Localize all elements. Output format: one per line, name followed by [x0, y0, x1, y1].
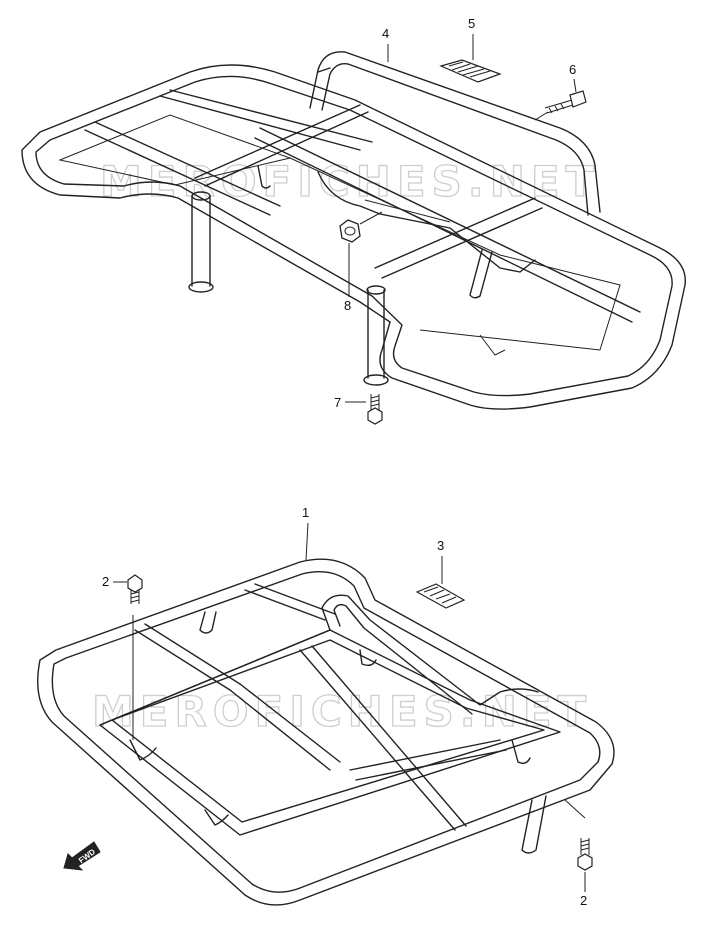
bolt-6	[367, 394, 383, 425]
nut-8	[339, 211, 383, 243]
callout-label: 8	[344, 298, 351, 313]
rear-carrier-rack	[37, 558, 615, 906]
callout-4: 4	[382, 26, 389, 62]
bolt-2-lower	[564, 799, 593, 871]
callout-5: 5	[468, 16, 475, 60]
callout-6: 7	[334, 395, 366, 410]
pad-5	[439, 59, 502, 83]
watermark-bottom: MEROFICHES.NET	[92, 687, 592, 736]
bolt-2-upper	[127, 574, 143, 740]
callout-label: 4	[382, 26, 389, 41]
callout-2-lower: 2	[580, 872, 587, 908]
front-carrier-rack	[21, 51, 686, 410]
callout-2-upper: 2	[102, 574, 127, 589]
callout-label: 2	[580, 893, 587, 908]
callout-3: 3	[437, 538, 444, 584]
callout-8: 8	[344, 243, 351, 313]
callout-label: 2	[102, 574, 109, 589]
callout-label: 3	[437, 538, 444, 553]
callout-label: 1	[302, 505, 309, 520]
bolt-7	[534, 90, 587, 121]
callout-1: 1	[302, 505, 309, 561]
watermark-top: MEROFICHES.NET	[100, 157, 600, 206]
fwd-arrow-icon: FWD	[63, 841, 101, 871]
callout-7: 6	[569, 62, 577, 93]
callout-label: 6	[569, 62, 576, 77]
callout-label: 7	[334, 395, 341, 410]
pad-3	[415, 583, 466, 609]
callout-label: 5	[468, 16, 475, 31]
